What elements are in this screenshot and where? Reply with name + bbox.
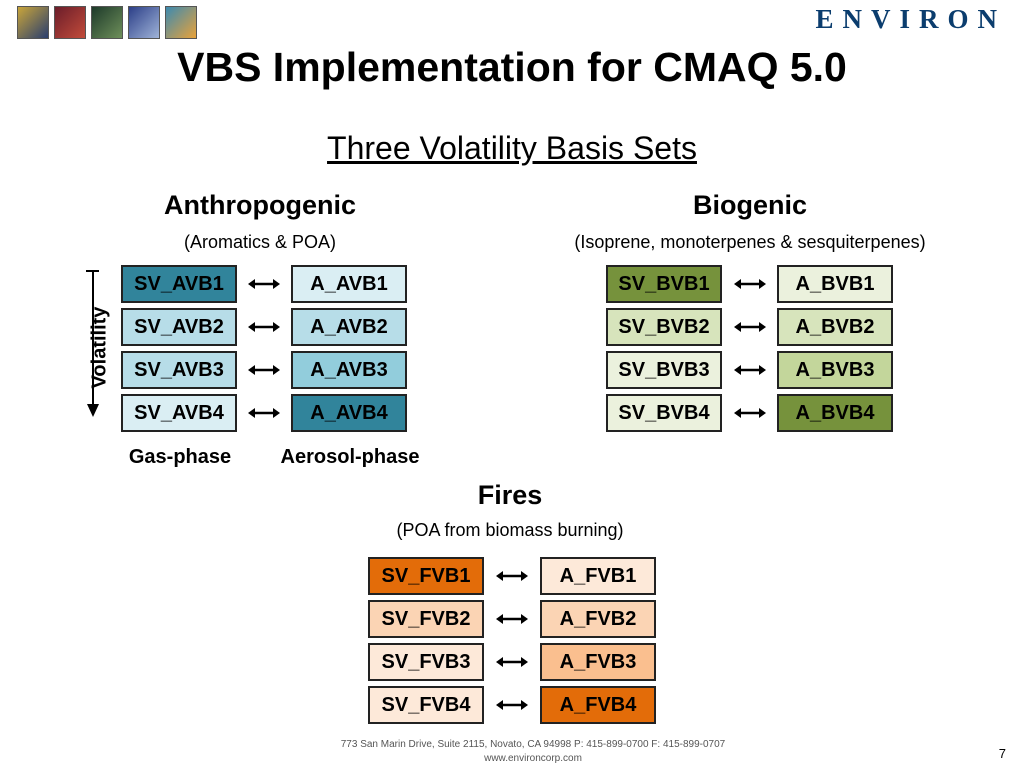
double-arrow-icon bbox=[733, 322, 766, 332]
photo-dna-icon bbox=[54, 6, 86, 39]
double-arrow-icon bbox=[733, 279, 766, 289]
gas-species-box: SV_FVB3 bbox=[368, 643, 484, 681]
double-arrow-icon bbox=[496, 700, 528, 710]
aerosol-species-box: A_BVB1 bbox=[777, 265, 893, 303]
volatility-arrow bbox=[86, 270, 99, 417]
aerosol-species-box: A_FVB1 bbox=[540, 557, 656, 595]
page-number: 7 bbox=[998, 746, 1006, 761]
footer: 773 San Marin Drive, Suite 2115, Novato,… bbox=[0, 738, 1024, 766]
double-arrow-icon bbox=[496, 614, 528, 624]
double-arrow-icon bbox=[733, 365, 766, 375]
biogenic-subtitle: (Isoprene, monoterpenes & sesquiterpenes… bbox=[574, 232, 926, 252]
photo-forest-icon bbox=[91, 6, 123, 39]
gas-species-box: SV_BVB3 bbox=[606, 351, 722, 389]
double-arrow-icon bbox=[248, 408, 280, 418]
double-arrow-icon bbox=[248, 365, 280, 375]
double-arrow-icon bbox=[248, 279, 280, 289]
gas-species-box: SV_FVB2 bbox=[368, 600, 484, 638]
page-title: VBS Implementation for CMAQ 5.0 bbox=[177, 44, 847, 90]
anthropogenic-subtitle: (Aromatics & POA) bbox=[183, 232, 337, 252]
aerosol-species-box: A_FVB3 bbox=[540, 643, 656, 681]
volatility-label: Volatility bbox=[88, 306, 111, 389]
gas-species-box: SV_AVB1 bbox=[121, 265, 237, 303]
gas-species-box: SV_AVB2 bbox=[121, 308, 237, 346]
environ-logo: ENVIRON bbox=[815, 4, 1006, 34]
double-arrow-icon bbox=[496, 657, 528, 667]
fires-subtitle: (POA from biomass burning) bbox=[396, 520, 624, 540]
aerosol-species-box: A_BVB3 bbox=[777, 351, 893, 389]
footer-address: 773 San Marin Drive, Suite 2115, Novato,… bbox=[340, 739, 726, 750]
double-arrow-icon bbox=[733, 408, 766, 418]
fires-title: Fires bbox=[477, 480, 543, 510]
aerosol-species-box: A_AVB3 bbox=[291, 351, 407, 389]
biogenic-title: Biogenic bbox=[692, 190, 807, 220]
aerosol-species-box: A_BVB2 bbox=[777, 308, 893, 346]
double-arrow-icon bbox=[496, 571, 528, 581]
aerosol-species-box: A_BVB4 bbox=[777, 394, 893, 432]
gas-species-box: SV_AVB3 bbox=[121, 351, 237, 389]
anthropogenic-title: Anthropogenic bbox=[164, 190, 356, 220]
aerosol-species-box: A_FVB4 bbox=[540, 686, 656, 724]
gas-species-box: SV_BVB2 bbox=[606, 308, 722, 346]
gas-species-box: SV_FVB1 bbox=[368, 557, 484, 595]
thumbnail-strip bbox=[17, 6, 197, 39]
page-subtitle: Three Volatility Basis Sets bbox=[327, 130, 697, 166]
gas-species-box: SV_BVB1 bbox=[606, 265, 722, 303]
gas-species-box: SV_AVB4 bbox=[121, 394, 237, 432]
aerosol-species-box: A_AVB1 bbox=[291, 265, 407, 303]
photo-globe-icon bbox=[17, 6, 49, 39]
photo-bridge-icon bbox=[128, 6, 160, 39]
aerosol-phase-label: Aerosol-phase bbox=[280, 446, 420, 468]
double-arrow-icon bbox=[248, 322, 280, 332]
aerosol-species-box: A_FVB2 bbox=[540, 600, 656, 638]
gas-species-box: SV_FVB4 bbox=[368, 686, 484, 724]
aerosol-species-box: A_AVB2 bbox=[291, 308, 407, 346]
photo-balloon-icon bbox=[165, 6, 197, 39]
gas-species-box: SV_BVB4 bbox=[606, 394, 722, 432]
gas-phase-label: Gas-phase bbox=[128, 446, 232, 468]
aerosol-species-box: A_AVB4 bbox=[291, 394, 407, 432]
footer-website: www.environcorp.com bbox=[484, 753, 582, 764]
